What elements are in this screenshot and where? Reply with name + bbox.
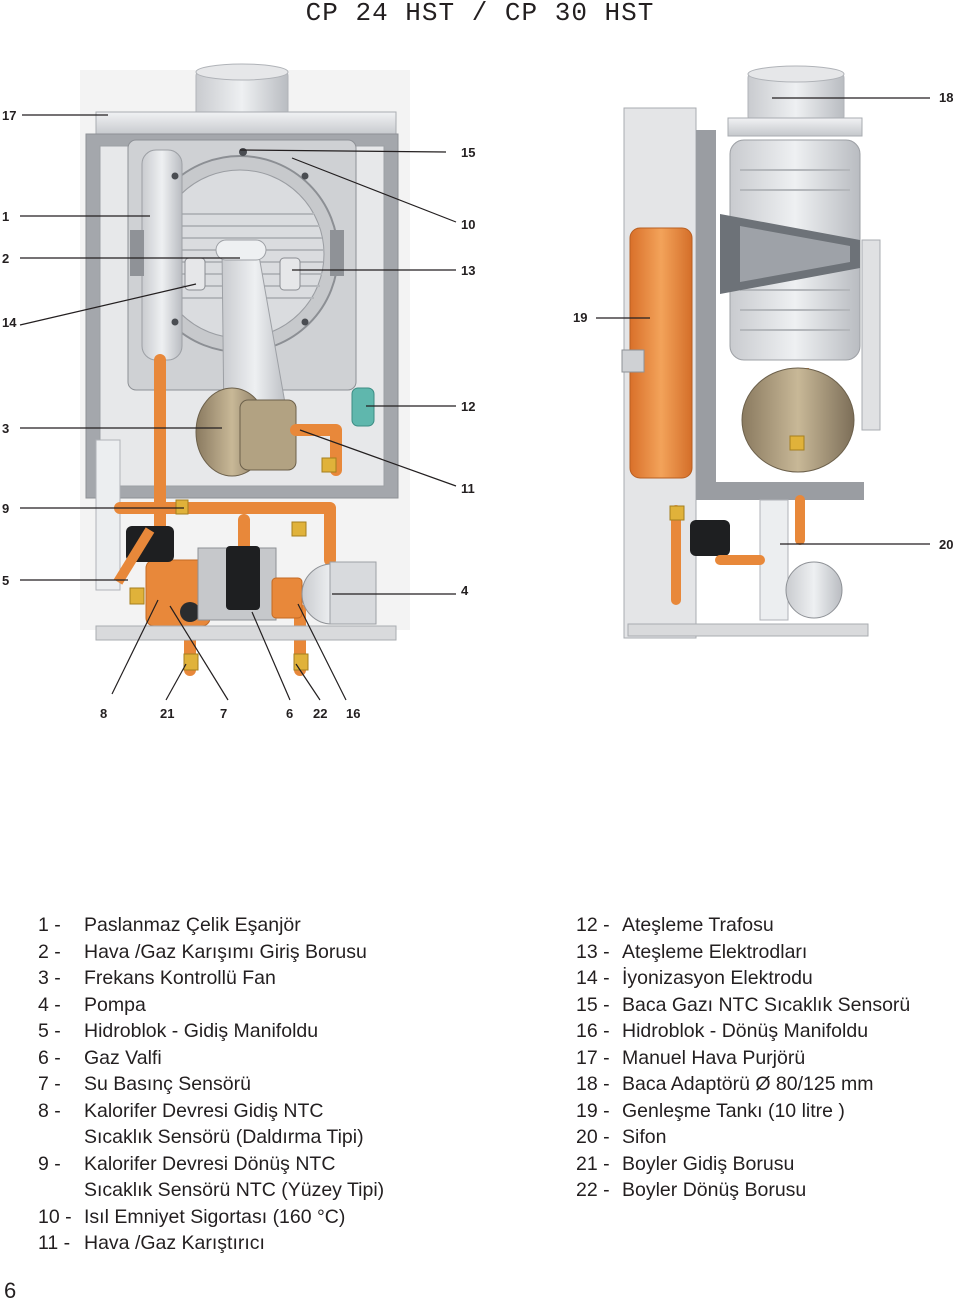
legend-item: Sıcaklık Sensörü (Daldırma Tipi)	[84, 1126, 364, 1148]
callout-22: 22	[313, 706, 327, 721]
boiler-diagram: 17 1 2 14 3 9 5 15 10 13 12 11 4 19 18 2…	[2, 63, 953, 721]
legend-item: 1 -Paslanmaz Çelik Eşanjör	[38, 914, 301, 936]
callout-1: 1	[2, 209, 9, 224]
legend-item: 5 -Hidroblok - Gidiş Manifoldu	[38, 1020, 319, 1042]
callout-15: 15	[461, 145, 475, 160]
callout-4: 4	[461, 583, 469, 598]
legend-item: 21 -Boyler Gidiş Borusu	[576, 1152, 795, 1175]
legend-item: 8 -Kalorifer Devresi Gidiş NTC	[38, 1099, 324, 1122]
callout-14: 14	[2, 315, 17, 330]
legend-item: 20 -Sifon	[576, 1126, 667, 1148]
legend-item: 12 -Ateşleme Trafosu	[576, 914, 774, 936]
legend-item: 19 -Genleşme Tankı (10 litre )	[576, 1099, 845, 1122]
front-view	[80, 63, 809, 676]
legend-item: 7 -Su Basınç Sensörü	[38, 1073, 251, 1095]
legend-item: 3 -Frekans Kontrollü Fan	[38, 967, 276, 989]
callout-2: 2	[2, 251, 9, 266]
callout-19: 19	[573, 310, 587, 325]
callout-11: 11	[461, 481, 475, 496]
legend-right: 12 -Ateşleme Trafosu 13 -Ateşleme Elektr…	[576, 912, 910, 1204]
legend-item: 6 -Gaz Valfi	[38, 1046, 162, 1069]
leader-lines	[19, 97, 930, 701]
legend-item: 11 -Hava /Gaz Karıştırıcı	[38, 1232, 265, 1254]
callout-10: 10	[461, 217, 475, 232]
legend-item: 14 -İyonizasyon Elektrodu	[576, 967, 813, 989]
callout-6: 6	[286, 706, 293, 721]
legend-item: 4 -Pompa	[38, 993, 146, 1016]
callout-16: 16	[346, 706, 360, 721]
legend-item: Sıcaklık Sensörü NTC (Yüzey Tipi)	[84, 1179, 385, 1201]
callout-9: 9	[2, 501, 9, 516]
callout-20: 20	[939, 537, 953, 552]
callout-7: 7	[220, 706, 227, 721]
legend-left: 1 -Paslanmaz Çelik Eşanjör 2 -Hava /Gaz …	[38, 912, 384, 1257]
legend-item: 10 -Isıl Emniyet Sigortası (160 °C)	[38, 1205, 346, 1228]
legend-item: 18 -Baca Adaptörü Ø 80/125 mm	[576, 1073, 874, 1095]
callout-17: 17	[2, 108, 16, 123]
legend-item: 17 -Manuel Hava Purjörü	[576, 1046, 806, 1069]
page-number: 6	[4, 1278, 17, 1303]
side-view	[621, 65, 881, 639]
legend-item: 13 -Ateşleme Elektrodları	[576, 940, 808, 963]
legend-item: 9 -Kalorifer Devresi Dönüş NTC	[38, 1152, 336, 1175]
legend-item: 22 -Boyler Dönüş Borusu	[576, 1179, 807, 1201]
legend-item: 2 -Hava /Gaz Karışımı Giriş Borusu	[38, 940, 367, 963]
callout-3: 3	[2, 421, 9, 436]
callout-21: 21	[160, 706, 174, 721]
callout-18: 18	[939, 90, 953, 105]
callout-numbers: 17 1 2 14 3 9 5 15 10 13 12 11 4 19 18 2…	[2, 90, 953, 721]
legend-item: 16 -Hidroblok - Dönüş Manifoldu	[576, 1020, 869, 1042]
callout-12: 12	[461, 399, 475, 414]
callout-8: 8	[100, 706, 107, 721]
callout-13: 13	[461, 263, 475, 278]
legend-item: 15 -Baca Gazı NTC Sıcaklık Sensorü	[576, 993, 911, 1016]
callout-5: 5	[2, 573, 9, 588]
page-title: CP 24 HST / CP 30 HST	[305, 0, 655, 28]
